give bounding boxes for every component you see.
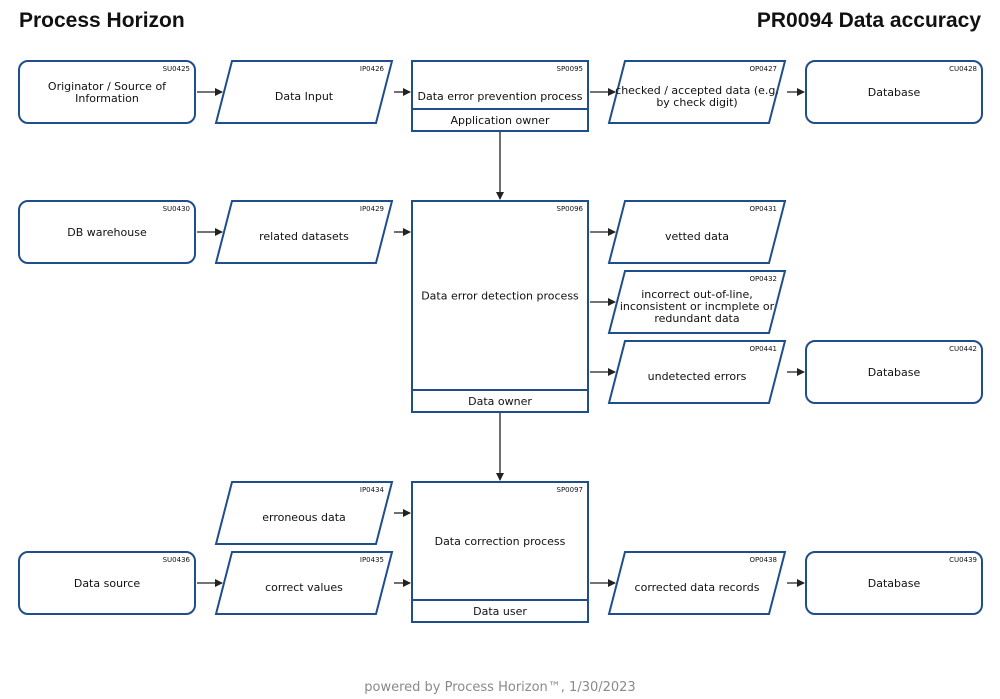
node-code: OP0432 bbox=[749, 275, 777, 283]
data-shape bbox=[607, 60, 787, 124]
node-code: SU0425 bbox=[163, 65, 190, 73]
data-shape bbox=[214, 60, 394, 124]
process-role-label: Application owner bbox=[451, 114, 550, 127]
terminal-shape bbox=[805, 60, 983, 124]
document-title: PR0094 Data accuracy bbox=[756, 9, 981, 32]
node-label-line: Data error detection process bbox=[421, 290, 579, 303]
node-label-line: Database bbox=[868, 86, 921, 99]
node-code: CU0442 bbox=[949, 345, 977, 353]
process-role-label: Data owner bbox=[468, 395, 532, 408]
data-shape bbox=[214, 481, 394, 545]
node-label-line: by check digit) bbox=[656, 96, 737, 109]
data-shape bbox=[214, 200, 394, 264]
data-node-ip0429[interactable]: IP0429 related datasets bbox=[214, 200, 394, 264]
data-node-op0431[interactable]: OP0431 vetted data bbox=[607, 200, 787, 264]
node-label-line: Data Input bbox=[275, 90, 334, 103]
node-code: SU0430 bbox=[163, 205, 190, 213]
data-node-op0427[interactable]: OP0427 checked / accepted data (e.g.by ch… bbox=[607, 60, 787, 124]
node-label-line: related datasets bbox=[259, 230, 349, 243]
data-shape bbox=[214, 551, 394, 615]
node-code: CU0439 bbox=[949, 556, 977, 564]
node-code: IP0434 bbox=[360, 486, 385, 494]
data-shape bbox=[607, 551, 787, 615]
node-label-line: checked / accepted data (e.g. bbox=[615, 84, 779, 97]
node-label-line: correct values bbox=[265, 581, 343, 594]
node-code: CU0428 bbox=[949, 65, 977, 73]
node-code: SP0096 bbox=[557, 205, 584, 213]
node-label-line: incorrect out-of-line, bbox=[641, 288, 753, 301]
node-code: OP0438 bbox=[749, 556, 777, 564]
node-code: OP0431 bbox=[749, 205, 777, 213]
node-code: IP0429 bbox=[360, 205, 384, 213]
node-code: SU0436 bbox=[163, 556, 191, 564]
data-node-ip0434[interactable]: IP0434 erroneous data bbox=[214, 481, 394, 545]
node-label-line: Data source bbox=[74, 577, 141, 590]
node-label-line: Data correction process bbox=[435, 535, 566, 548]
node-label-line: Database bbox=[868, 366, 921, 379]
node-label-line: Information bbox=[75, 92, 139, 105]
data-shape bbox=[607, 270, 787, 334]
process-shape bbox=[411, 60, 589, 132]
data-node-op0432[interactable]: OP0432 incorrect out-of-line,inconsistent… bbox=[607, 270, 787, 334]
terminal-shape bbox=[18, 200, 196, 264]
node-label-line: Database bbox=[868, 577, 921, 590]
terminal-shape bbox=[18, 551, 196, 615]
terminal-node-su0430[interactable]: SU0430 DB warehouse bbox=[18, 200, 196, 264]
data-shape bbox=[607, 200, 787, 264]
node-label-line: DB warehouse bbox=[67, 226, 147, 239]
node-label-line: undetected errors bbox=[648, 370, 747, 383]
data-node-ip0435[interactable]: IP0435 correct values bbox=[214, 551, 394, 615]
node-code: OP0441 bbox=[749, 345, 777, 353]
data-shape bbox=[607, 340, 787, 404]
node-label-line: vetted data bbox=[665, 230, 729, 243]
node-code: IP0435 bbox=[360, 556, 384, 564]
node-label-line: Data error prevention process bbox=[417, 90, 582, 103]
app-title: Process Horizon bbox=[19, 9, 185, 32]
node-label-line: redundant data bbox=[654, 312, 739, 325]
data-node-op0438[interactable]: OP0438 corrected data records bbox=[607, 551, 787, 615]
edges-layer bbox=[197, 88, 805, 587]
data-node-op0441[interactable]: OP0441 undetected errors bbox=[607, 340, 787, 404]
process-shape bbox=[411, 481, 589, 623]
process-shape bbox=[411, 200, 589, 413]
node-code: IP0426 bbox=[360, 65, 385, 73]
terminal-shape bbox=[805, 551, 983, 615]
node-code: SP0097 bbox=[557, 486, 583, 494]
node-label-line: erroneous data bbox=[262, 511, 346, 524]
node-code: OP0427 bbox=[749, 65, 777, 73]
node-code: SP0095 bbox=[557, 65, 583, 73]
terminal-shape bbox=[18, 60, 196, 124]
process-role-label: Data user bbox=[473, 605, 527, 618]
node-label-line: corrected data records bbox=[635, 581, 760, 594]
footer-credit: powered by Process Horizon™, 1/30/2023 bbox=[364, 680, 636, 695]
node-label-line: Originator / Source of bbox=[48, 80, 167, 93]
node-label-line: inconsistent or incmplete or bbox=[620, 300, 775, 313]
terminal-shape bbox=[805, 340, 983, 404]
